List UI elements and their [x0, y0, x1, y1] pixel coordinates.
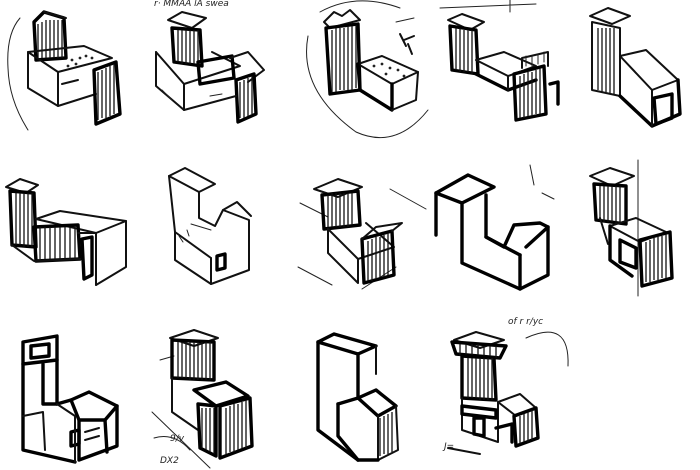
bold-l-shaped-mass-sketch-icon: [316, 332, 399, 462]
sketch-r1c1: [0, 0, 140, 140]
sketch-r1c3: [296, 0, 436, 140]
sketch-r3c1: [5, 320, 135, 470]
sketch-r2c3: [297, 165, 438, 300]
sketch-r2c5: [580, 159, 700, 300]
stepped-hatched-mass-sketch-icon: [589, 159, 674, 297]
hatched-tower-and-wing-sketch-icon: [151, 329, 254, 469]
tower-and-long-wing-sketch-icon: [155, 11, 265, 124]
tower-and-long-wing-sketch-icon: [7, 10, 122, 131]
bold-u-shaped-mass-sketch-icon: [434, 164, 555, 291]
sketch-r2c4: [430, 164, 570, 300]
annotation-r3c4-mark: J=: [444, 442, 455, 452]
sketch-r1c2: r· MMAA lA swea: [148, 0, 288, 140]
annotation-r3c2-tag: DX2: [160, 456, 179, 466]
sketch-r2c2: [155, 160, 285, 300]
hatched-mass-sketch-icon: [297, 178, 427, 290]
annotation-r3c2-note: 9/v: [170, 434, 185, 444]
bold-tower-mass-sketch-icon: [21, 334, 119, 464]
tower-with-pergola-sketch-icon: [439, 0, 560, 122]
annotation-r1c2-top: r· MMAA lA swea: [154, 0, 229, 9]
tower-and-wing-outline-sketch-icon: [589, 7, 682, 128]
sketch-r3c2: 9/v DX2: [150, 320, 285, 470]
sketch-r2c1: [0, 165, 140, 300]
sketch-r1c4: [439, 0, 580, 140]
u-shaped-mass-outline-sketch-icon: [168, 167, 252, 285]
sketch-r3c3: [298, 320, 428, 470]
sketch-r1c5: [580, 0, 700, 140]
sketch-r3c4: of r r/yc J=: [440, 317, 580, 470]
tower-and-low-wing-sketch-icon: [5, 178, 127, 286]
annotation-r3c4-note: of r r/yc: [508, 317, 544, 327]
tower-with-circle-sketch-icon: [306, 0, 429, 139]
tower-with-canopy-sketch-icon: [447, 331, 569, 455]
